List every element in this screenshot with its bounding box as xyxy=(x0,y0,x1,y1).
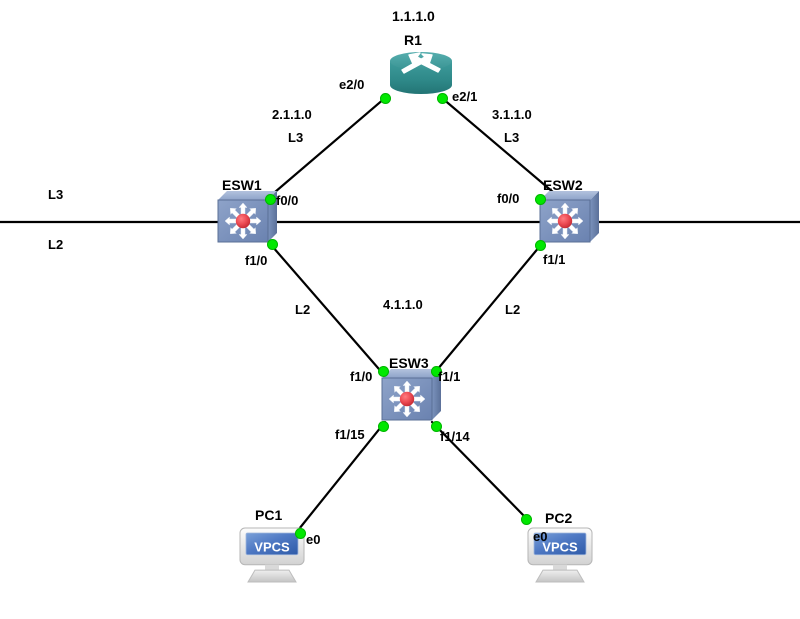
port-label-r1-e2-0: e2/0 xyxy=(339,77,365,92)
port-dot-esw1-f1-0[interactable] xyxy=(267,239,278,250)
link-layer-label-left-l2: L2 xyxy=(295,302,311,317)
port-label-esw3-f1-15: f1/15 xyxy=(335,427,365,442)
port-label-esw3-f1-14: f1/14 xyxy=(440,429,470,444)
link-esw3-pc1[interactable] xyxy=(293,420,387,536)
link-esw3-pc2[interactable] xyxy=(430,420,529,521)
port-label-esw3-f1-1: f1/1 xyxy=(438,369,461,384)
vpcs-icon-pc1[interactable]: VPCS xyxy=(239,527,305,583)
port-label-esw2-f0-0: f0/0 xyxy=(497,191,520,206)
switch-icon-esw3[interactable] xyxy=(381,369,441,421)
plane-label-l2: L2 xyxy=(48,237,64,252)
port-dot-pc1-e0[interactable] xyxy=(295,528,306,539)
link-esw1-esw3[interactable] xyxy=(270,244,387,378)
link-esw2-esw3[interactable] xyxy=(430,244,542,378)
switch-icon-esw2[interactable] xyxy=(539,191,599,243)
link-label-2-1-1-0: 2.1.1.0 xyxy=(272,107,312,122)
port-label-esw1-f0-0: f0/0 xyxy=(276,193,299,208)
switch-icon-esw1[interactable] xyxy=(217,191,277,243)
router-icon-r1[interactable] xyxy=(390,52,452,94)
link-layer-label-right-l2: L2 xyxy=(505,302,521,317)
port-dot-r1-e2-1[interactable] xyxy=(437,93,448,104)
port-dot-esw3-f1-1[interactable] xyxy=(431,366,442,377)
node-label-pc1: PC1 xyxy=(255,507,283,523)
link-label-3-1-1-0: 3.1.1.0 xyxy=(492,107,532,122)
vpcs-icon-pc2[interactable]: VPCS xyxy=(527,527,593,583)
vpcs-screen-text-pc2: VPCS xyxy=(542,539,578,554)
port-label-esw1-f1-0: f1/0 xyxy=(245,253,268,268)
link-label-4-1-1-0: 4.1.1.0 xyxy=(383,297,423,312)
node-label-esw1: ESW1 xyxy=(222,177,262,193)
port-dot-esw3-f1-0[interactable] xyxy=(378,366,389,377)
plane-label-l3: L3 xyxy=(48,187,64,202)
network-label-1-1-1-0: 1.1.1.0 xyxy=(392,8,435,24)
node-label-pc2: PC2 xyxy=(545,510,573,526)
node-label-esw3: ESW3 xyxy=(389,355,429,371)
node-label-r1: R1 xyxy=(404,32,422,48)
port-dot-esw3-f1-14[interactable] xyxy=(431,421,442,432)
link-layer-label-right-l3: L3 xyxy=(504,130,520,145)
port-label-pc2-e0: e0 xyxy=(533,529,548,544)
port-dot-esw2-f0-0[interactable] xyxy=(535,194,546,205)
port-dot-esw2-f1-1[interactable] xyxy=(535,240,546,251)
node-label-esw2: ESW2 xyxy=(543,177,583,193)
link-layer-label-left-l3: L3 xyxy=(288,130,304,145)
port-dot-esw3-f1-15[interactable] xyxy=(378,421,389,432)
port-dot-esw1-f0-0[interactable] xyxy=(265,194,276,205)
vpcs-screen-text-pc1: VPCS xyxy=(254,539,290,554)
link-r1-esw1[interactable] xyxy=(266,96,387,200)
port-label-esw3-f1-0: f1/0 xyxy=(350,369,373,384)
port-label-esw2-f1-1: f1/1 xyxy=(543,252,566,267)
link-r1-esw2[interactable] xyxy=(440,96,562,200)
port-label-pc1-e0: e0 xyxy=(306,532,321,547)
port-dot-pc2-e0[interactable] xyxy=(521,514,532,525)
port-dot-r1-e2-0[interactable] xyxy=(380,93,391,104)
port-label-r1-e2-1: e2/1 xyxy=(452,89,478,104)
